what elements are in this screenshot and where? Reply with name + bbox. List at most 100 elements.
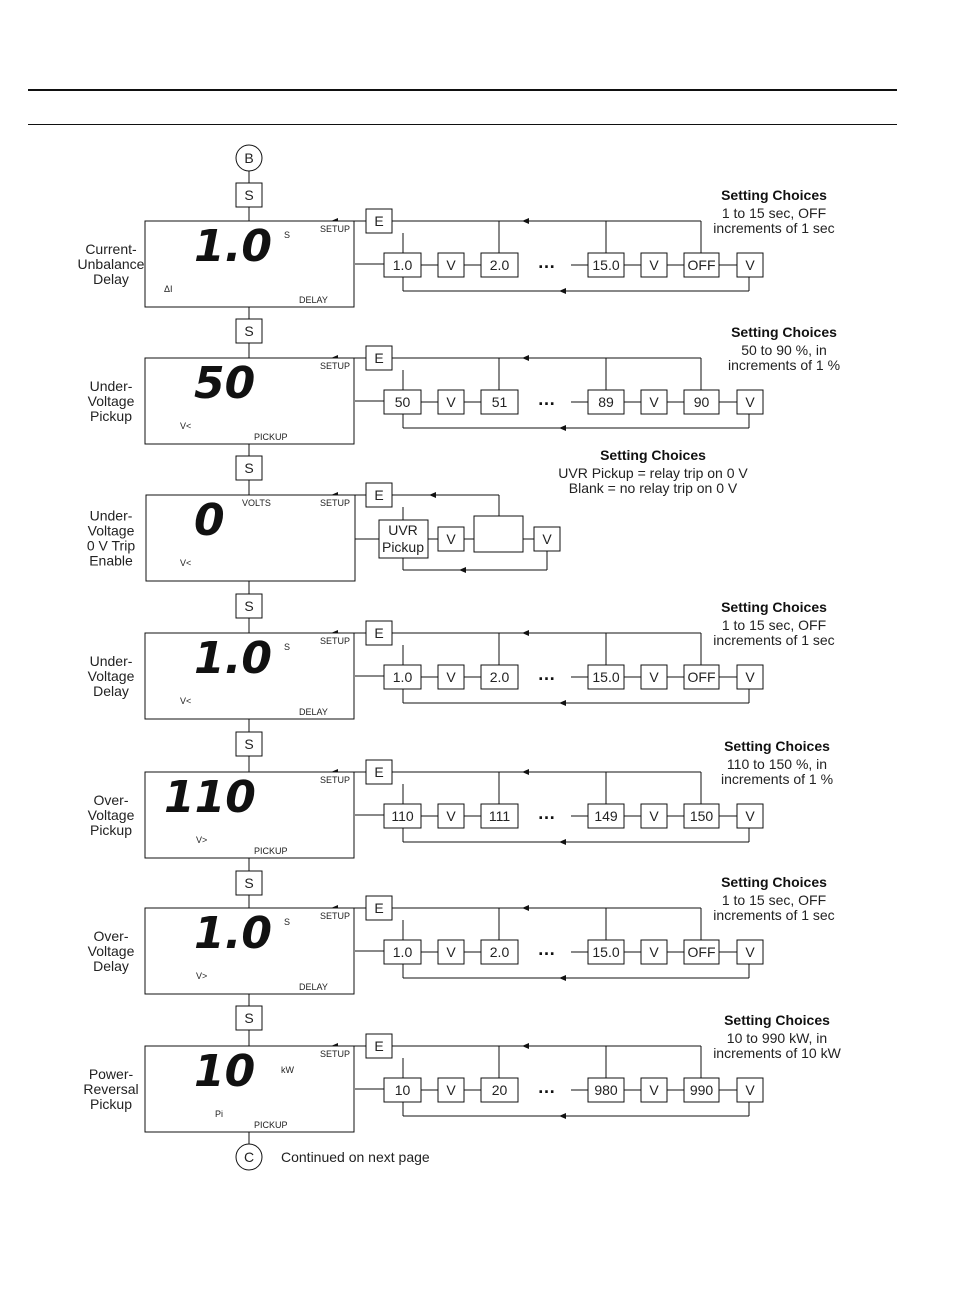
- value-button-v[interactable]: V: [437, 939, 465, 965]
- connector-c-ring: [235, 1143, 263, 1171]
- lcd-mode-flag: DELAY: [299, 707, 328, 717]
- option-first-label: 1.0: [393, 669, 413, 685]
- setting-choices-range: UVR Pickup = relay trip on 0 V: [558, 465, 748, 481]
- value-button-v-label: V: [649, 1082, 659, 1098]
- value-button-v-frame: [437, 526, 465, 552]
- value-button-v[interactable]: V: [640, 252, 668, 278]
- enter-button-e[interactable]: E: [365, 759, 393, 785]
- enter-button-e[interactable]: E: [365, 482, 393, 508]
- setting-name-line: Delay: [93, 683, 129, 699]
- enter-button-e[interactable]: E: [365, 208, 393, 234]
- setting-name-line: Pickup: [90, 822, 132, 838]
- option-first-label: 1.0: [393, 944, 413, 960]
- enter-button-e[interactable]: E: [365, 1033, 393, 1059]
- value-button-v-frame: [640, 252, 668, 278]
- setting-name-line: Voltage: [88, 807, 135, 823]
- step-button-s[interactable]: S: [235, 455, 263, 481]
- value-button-v-label: V: [446, 669, 456, 685]
- option-second: 51: [480, 389, 519, 415]
- enter-button-e-label: E: [374, 625, 383, 641]
- value-button-v[interactable]: V: [533, 526, 561, 552]
- option-penultimate-label: 15.0: [592, 944, 619, 960]
- step-button-s-label: S: [244, 1010, 253, 1026]
- value-button-v-frame: [533, 526, 561, 552]
- setting-name-line: 0 V Trip: [87, 538, 135, 554]
- option-last-label: OFF: [688, 669, 716, 685]
- value-button-v[interactable]: V: [736, 803, 764, 829]
- lcd-digits: 1.0: [194, 221, 272, 272]
- step-button-s[interactable]: S: [235, 318, 263, 344]
- option-penultimate-frame: [587, 252, 625, 278]
- lcd-mode-flag: PICKUP: [254, 432, 288, 442]
- value-button-v[interactable]: V: [640, 939, 668, 965]
- enter-button-e-frame: [365, 208, 393, 234]
- step-button-s-frame: [235, 455, 263, 481]
- value-button-v[interactable]: V: [437, 252, 465, 278]
- option-second-label: 111: [489, 808, 510, 824]
- lcd-mode-flag: PICKUP: [254, 846, 288, 856]
- value-button-v-frame: [736, 389, 764, 415]
- lcd-setup-flag: SETUP: [320, 911, 350, 921]
- step-button-s[interactable]: S: [235, 1005, 263, 1031]
- value-button-v[interactable]: V: [437, 1077, 465, 1103]
- step-button-s-label: S: [244, 187, 253, 203]
- value-button-v[interactable]: V: [640, 803, 668, 829]
- option-second-label: 20: [492, 1082, 508, 1098]
- step-button-s[interactable]: S: [235, 593, 263, 619]
- value-button-v[interactable]: V: [736, 252, 764, 278]
- option-uvr-frame: [378, 519, 429, 559]
- option-blank[interactable]: [473, 515, 524, 553]
- value-button-v[interactable]: V: [640, 389, 668, 415]
- lcd-unit: VOLTS: [242, 498, 271, 508]
- enter-button-e[interactable]: E: [365, 895, 393, 921]
- setting-name-line: Voltage: [88, 393, 135, 409]
- setting-choices-increment: increments of 1 sec: [713, 220, 834, 236]
- setting-name-line: Under-: [90, 508, 133, 524]
- value-button-v[interactable]: V: [640, 664, 668, 690]
- option-last-label: 90: [694, 394, 710, 410]
- lcd-function-symbol: V>: [196, 971, 207, 981]
- value-button-v[interactable]: V: [736, 664, 764, 690]
- setting-choices-range: 50 to 90 %, in: [741, 342, 827, 358]
- step-button-s-label: S: [244, 323, 253, 339]
- value-button-v[interactable]: V: [437, 389, 465, 415]
- option-penultimate: 149: [587, 803, 625, 829]
- lcd-digits: 0: [194, 495, 225, 546]
- option-second: 2.0: [480, 664, 519, 690]
- setting-name-line: Enable: [89, 553, 133, 569]
- value-button-v[interactable]: V: [437, 803, 465, 829]
- enter-button-e-label: E: [374, 213, 383, 229]
- lcd-unit: S: [284, 642, 290, 652]
- enter-button-e[interactable]: E: [365, 620, 393, 646]
- step-button-s[interactable]: S: [235, 182, 263, 208]
- setting-choices-title: Setting Choices: [721, 187, 827, 203]
- value-button-v-frame: [640, 664, 668, 690]
- value-button-v[interactable]: V: [736, 389, 764, 415]
- enter-button-e-label: E: [374, 1038, 383, 1054]
- lcd-digits: 1.0: [194, 908, 272, 959]
- lcd-setup-flag: SETUP: [320, 498, 350, 508]
- option-uvr-line: UVR: [388, 522, 418, 538]
- value-button-v-frame: [736, 803, 764, 829]
- enter-button-e-label: E: [374, 487, 383, 503]
- lcd-function-symbol: Pi: [215, 1109, 223, 1119]
- setting-choices-increment: Blank = no relay trip on 0 V: [569, 480, 738, 496]
- ellipsis-more-options: …: [538, 252, 559, 272]
- value-button-v-frame: [437, 803, 465, 829]
- enter-button-e-label: E: [374, 900, 383, 916]
- value-button-v[interactable]: V: [437, 526, 465, 552]
- value-button-v[interactable]: V: [437, 664, 465, 690]
- enter-button-e-frame: [365, 620, 393, 646]
- enter-button-e[interactable]: E: [365, 345, 393, 371]
- step-button-s[interactable]: S: [235, 870, 263, 896]
- value-button-v[interactable]: V: [736, 1077, 764, 1103]
- value-button-v[interactable]: V: [640, 1077, 668, 1103]
- value-button-v-label: V: [446, 808, 456, 824]
- option-last: 90: [683, 389, 720, 415]
- value-button-v[interactable]: V: [736, 939, 764, 965]
- step-button-s[interactable]: S: [235, 731, 263, 757]
